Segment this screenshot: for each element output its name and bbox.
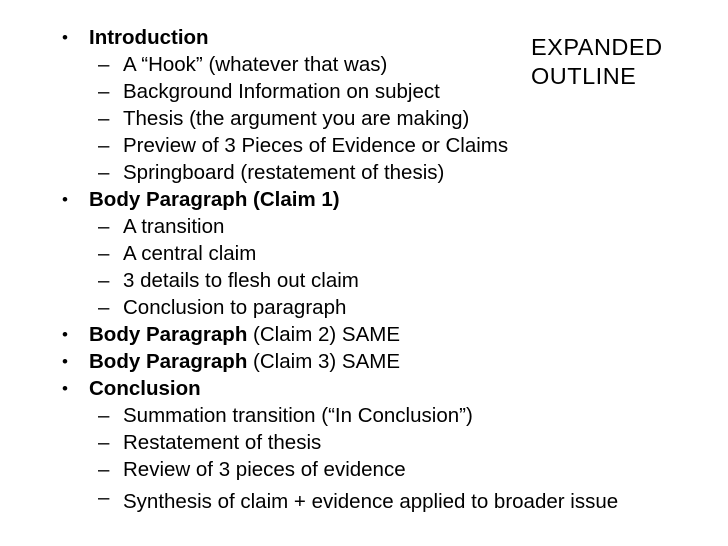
- outline-item: – Thesis (the argument you are making): [0, 105, 728, 132]
- outline-item-text: Synthesis of claim + evidence applied to…: [123, 490, 619, 513]
- outline-item: • Body Paragraph (Claim 2) SAME: [0, 321, 728, 348]
- outline-item-text: Review of 3 pieces of evidence: [123, 458, 406, 481]
- slide-title: EXPANDED OUTLINE: [531, 34, 663, 89]
- dash-icon: –: [98, 53, 110, 76]
- dash-icon: –: [98, 134, 110, 157]
- outline-item-heading: Body Paragraph (Claim 1): [89, 188, 340, 211]
- outline-item: – Springboard (restatement of thesis): [0, 159, 728, 186]
- outline-list: • Introduction – A “Hook” (whatever that…: [0, 24, 728, 515]
- outline-item-text: Springboard (restatement of thesis): [123, 161, 445, 184]
- dash-icon: –: [98, 431, 110, 454]
- outline-item: – Preview of 3 Pieces of Evidence or Cla…: [0, 132, 728, 159]
- dash-icon: –: [98, 458, 110, 481]
- outline-item-heading: Conclusion: [89, 377, 201, 400]
- outline-item: • Body Paragraph (Claim 1): [0, 186, 728, 213]
- outline-item: – Restatement of thesis: [0, 429, 728, 456]
- outline-item: • Conclusion: [0, 375, 728, 402]
- outline-item-text: Restatement of thesis: [123, 431, 322, 454]
- outline-item-text: Preview of 3 Pieces of Evidence or Claim…: [123, 134, 509, 157]
- dash-icon: –: [98, 486, 110, 509]
- outline-item-heading: Introduction: [89, 26, 209, 49]
- outline-item-text: Conclusion to paragraph: [123, 296, 347, 319]
- outline-item-text: Background Information on subject: [123, 80, 440, 103]
- outline-item-text: Thesis (the argument you are making): [123, 107, 470, 130]
- dash-icon: –: [98, 242, 110, 265]
- outline-item: – A transition: [0, 213, 728, 240]
- dash-icon: –: [98, 80, 110, 103]
- outline-item: – Background Information on subject: [0, 78, 728, 105]
- dash-icon: –: [98, 404, 110, 427]
- outline-item-heading: Body Paragraph: [89, 323, 248, 346]
- outline-item: – Review of 3 pieces of evidence: [0, 456, 728, 483]
- outline-item: – A “Hook” (whatever that was): [0, 51, 728, 78]
- outline-item-text: A transition: [123, 215, 225, 238]
- outline-item: – Synthesis of claim + evidence applied …: [0, 486, 728, 515]
- outline-item-text: (Claim 3) SAME: [247, 350, 400, 373]
- outline-item-text: A “Hook” (whatever that was): [123, 53, 388, 76]
- outline-item: • Introduction: [0, 24, 728, 51]
- outline-item: – Summation transition (“In Conclusion”): [0, 402, 728, 429]
- dash-icon: –: [98, 215, 110, 238]
- bullet-icon: •: [62, 379, 68, 398]
- bullet-icon: •: [62, 325, 68, 344]
- outline-item: – A central claim: [0, 240, 728, 267]
- outline-item: – Conclusion to paragraph: [0, 294, 728, 321]
- outline-item: • Body Paragraph (Claim 3) SAME: [0, 348, 728, 375]
- dash-icon: –: [98, 269, 110, 292]
- dash-icon: –: [98, 161, 110, 184]
- outline-item-heading: Body Paragraph: [89, 350, 248, 373]
- outline-item-text: 3 details to flesh out claim: [123, 269, 359, 292]
- bullet-icon: •: [62, 190, 68, 209]
- outline-item-text: Summation transition (“In Conclusion”): [123, 404, 473, 427]
- bullet-icon: •: [62, 352, 68, 371]
- outline-item-text: (Claim 2) SAME: [247, 323, 400, 346]
- outline-item-text: A central claim: [123, 242, 257, 265]
- dash-icon: –: [98, 107, 110, 130]
- outline-item: – 3 details to flesh out claim: [0, 267, 728, 294]
- bullet-icon: •: [62, 28, 68, 47]
- dash-icon: –: [98, 296, 110, 319]
